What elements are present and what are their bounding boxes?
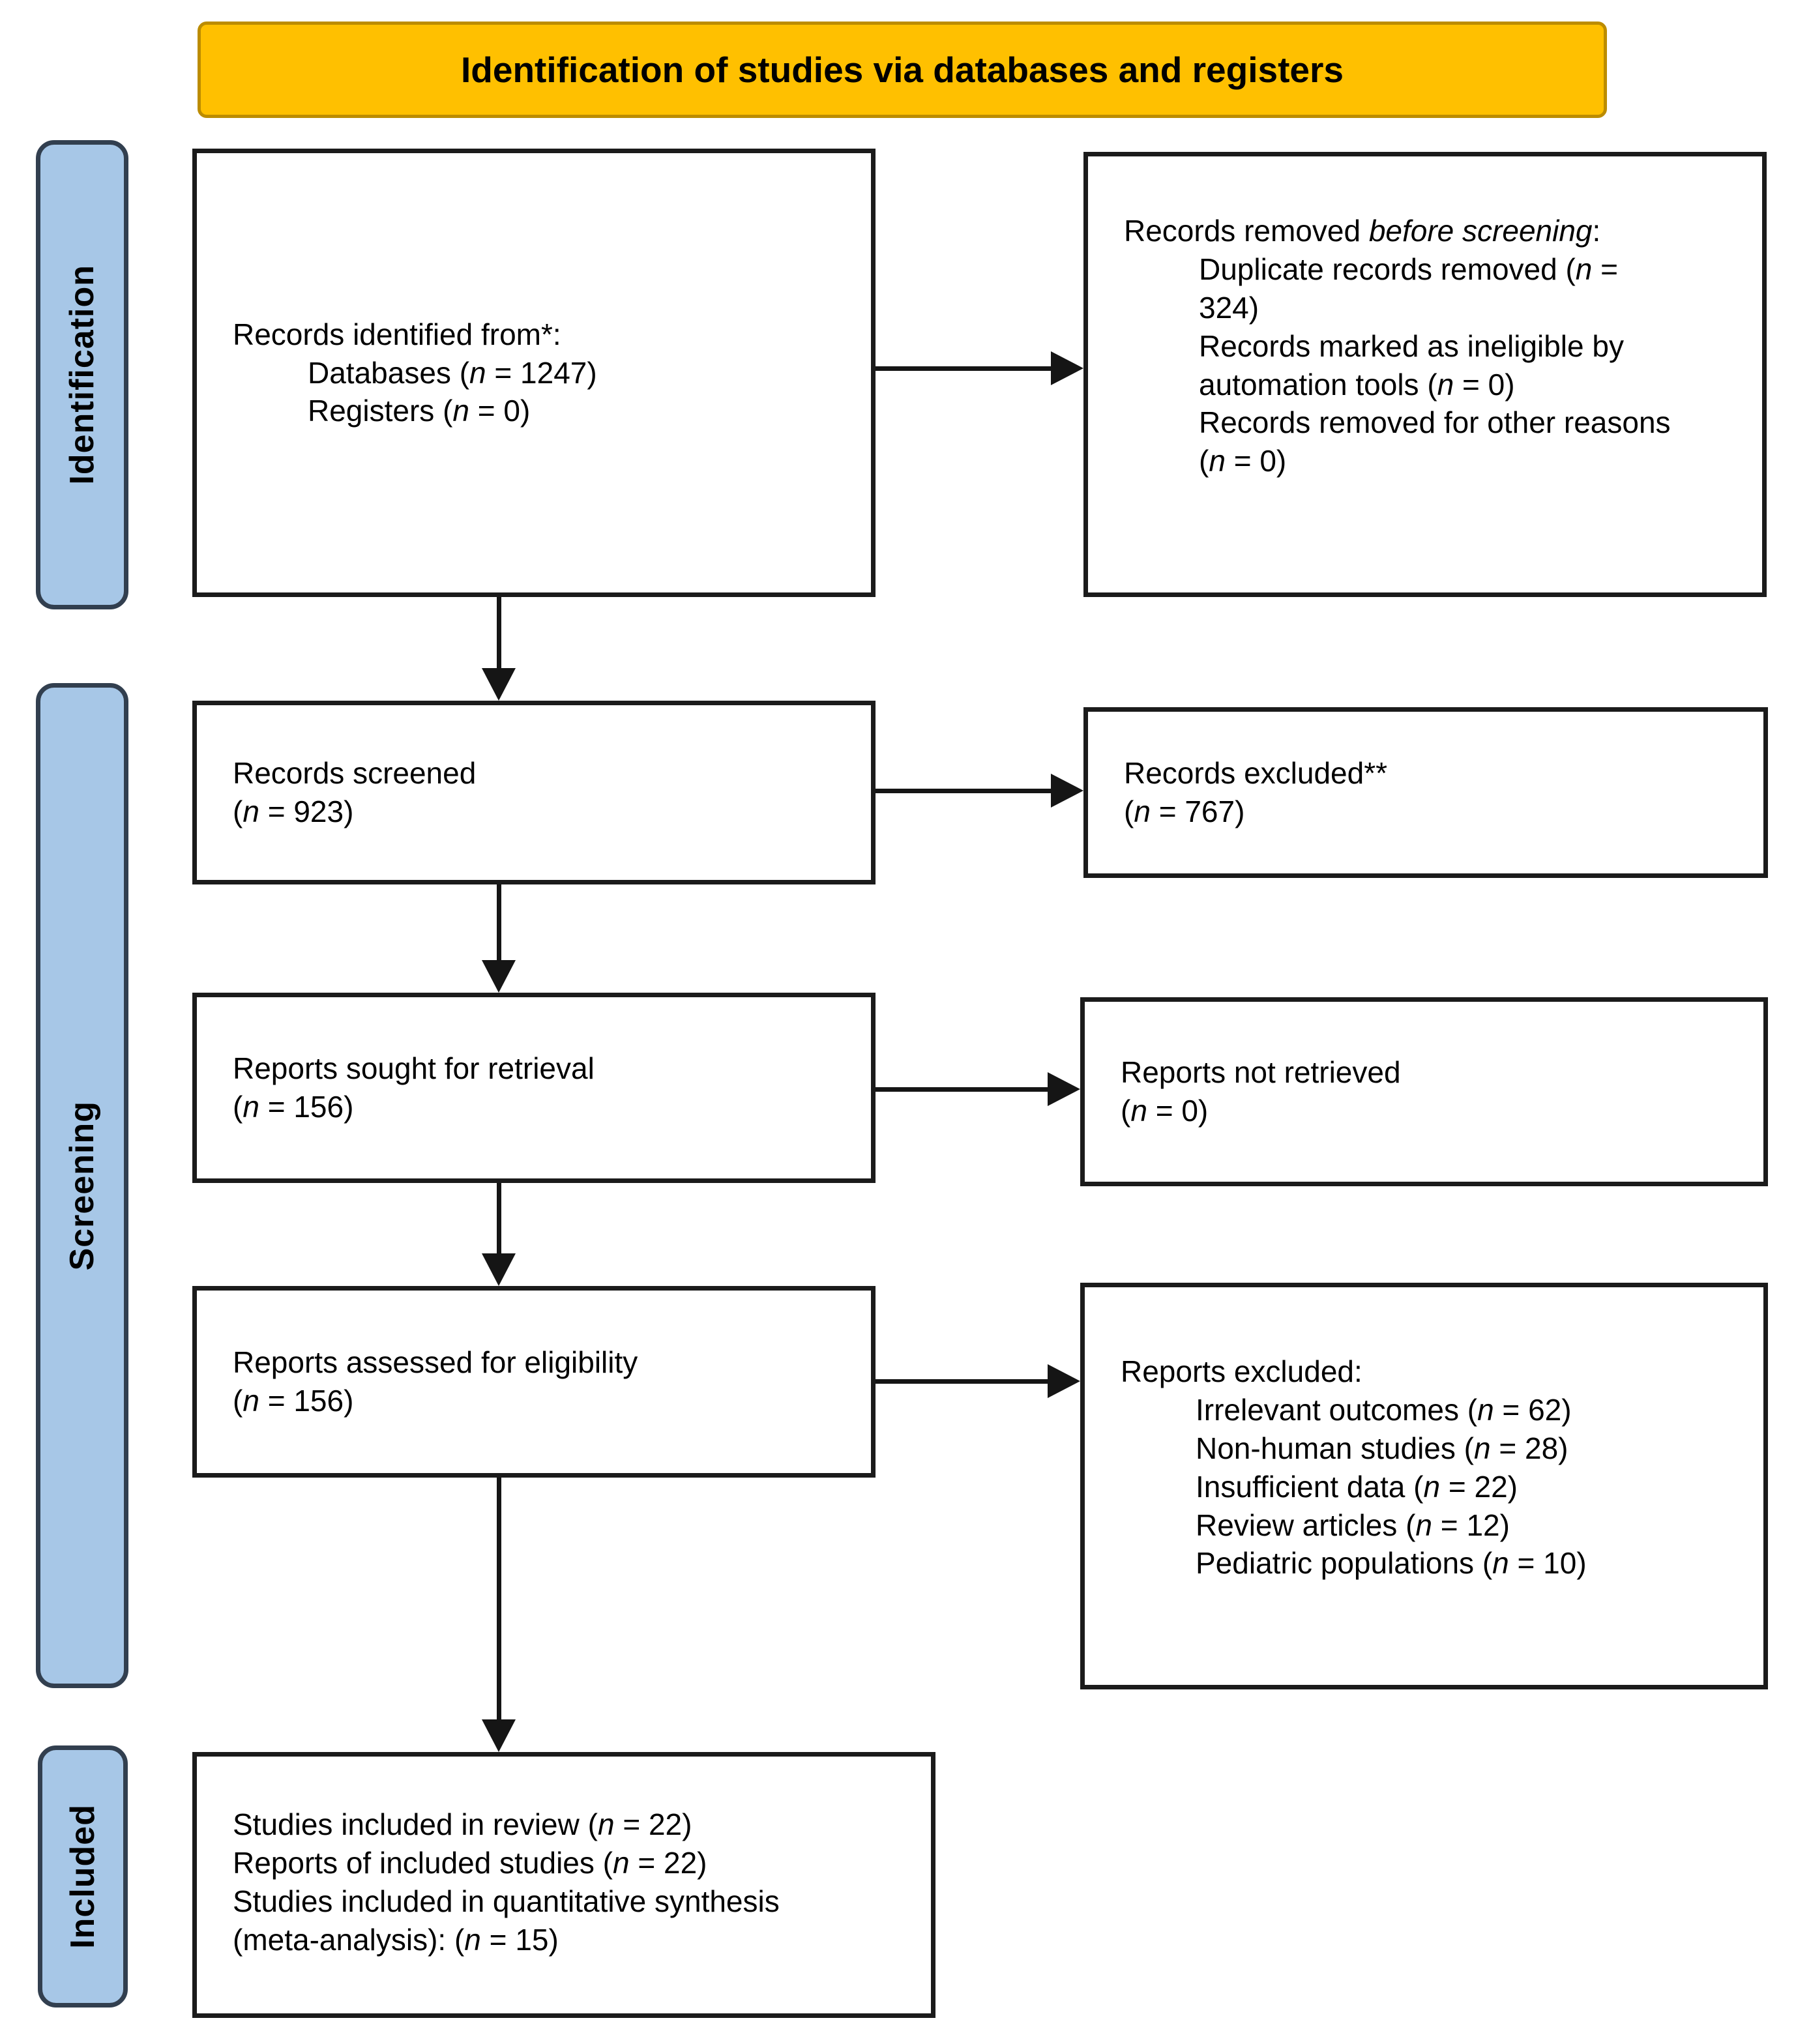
arrow-line-identified-to-screened: [497, 597, 501, 672]
text-line: Records removed before screening:: [1124, 214, 1601, 248]
box-reports-not-retrieved: Reports not retrieved (n = 0): [1080, 997, 1768, 1186]
text-line: Studies included in quantitative synthes…: [233, 1884, 780, 1957]
text-line: (n = 156): [233, 1384, 354, 1418]
box-records-removed: Records removed before screening: Duplica…: [1083, 152, 1767, 597]
arrow-head-sought-to-not-retrieved: [1048, 1072, 1080, 1106]
arrow-line-assessed-to-excluded: [876, 1379, 1048, 1384]
text-line: Irrelevant outcomes (n = 62): [1196, 1392, 1572, 1427]
text-line: (n = 923): [233, 795, 354, 828]
text-line: (n = 767): [1124, 795, 1245, 828]
text-line: Reports excluded:: [1121, 1354, 1362, 1388]
stage-label-identification: Identification: [36, 140, 128, 609]
text-line: Reports assessed for eligibility: [233, 1345, 638, 1380]
stage-label-screening-text: Screening: [63, 1100, 101, 1271]
arrow-line-screened-to-excluded: [876, 789, 1052, 793]
text-line: Records removed for other reasons (n = 0…: [1199, 405, 1671, 478]
text-line: Duplicate records removed (n = 324): [1199, 252, 1619, 325]
box-records-screened: Records screened (n = 923): [192, 701, 876, 884]
text-line: Registers (n = 0): [308, 394, 531, 428]
box-reports-sought: Reports sought for retrieval (n = 156): [192, 993, 876, 1183]
text-line: (n = 0): [1121, 1094, 1209, 1128]
arrow-line-identified-to-removed: [876, 366, 1052, 371]
text-line: Review articles (n = 12): [1196, 1508, 1510, 1542]
arrow-head-sought-to-assessed: [482, 1253, 516, 1286]
stage-label-included-text: Included: [64, 1804, 102, 1949]
text-line: Records marked as ineligible by automati…: [1199, 328, 1624, 402]
text-line: Reports sought for retrieval: [233, 1051, 595, 1086]
arrow-head-assessed-to-included: [482, 1719, 516, 1752]
text-line: Reports of included studies (n = 22): [233, 1845, 707, 1880]
arrow-head-identified-to-screened: [482, 668, 516, 701]
arrow-head-screened-to-excluded: [1051, 774, 1083, 808]
text-line: Non-human studies (n = 28): [1196, 1431, 1568, 1465]
text-line: Reports not retrieved: [1121, 1055, 1401, 1090]
stage-label-identification-text: Identification: [63, 265, 101, 485]
box-reports-excluded: Reports excluded: Irrelevant outcomes (n …: [1080, 1283, 1768, 1689]
box-studies-included: Studies included in review (n = 22) Repor…: [192, 1752, 935, 2018]
arrow-head-assessed-to-excluded: [1048, 1364, 1080, 1398]
text-line: Databases (n = 1247): [308, 355, 597, 390]
arrow-head-identified-to-removed: [1051, 351, 1083, 385]
stage-label-included: Included: [38, 1745, 128, 2008]
arrow-head-screened-to-sought: [482, 960, 516, 993]
text-line: Records screened: [233, 756, 477, 791]
box-records-identified: Records identified from*: Databases (n = …: [192, 149, 876, 597]
text-line: Insufficient data (n = 22): [1196, 1469, 1518, 1504]
arrow-line-assessed-to-included: [497, 1478, 501, 1722]
arrow-line-screened-to-sought: [497, 884, 501, 963]
arrow-line-sought-to-not-retrieved: [876, 1087, 1048, 1092]
banner-title: Identification of studies via databases …: [198, 22, 1607, 118]
text-line: Records identified from*:: [233, 317, 561, 351]
stage-label-screening: Screening: [36, 683, 128, 1688]
arrow-line-sought-to-assessed: [497, 1183, 501, 1256]
text-line: (n = 156): [233, 1090, 354, 1124]
text-line: Studies included in review (n = 22): [233, 1807, 692, 1841]
text-line: Pediatric populations (n = 10): [1196, 1546, 1587, 1581]
text-line: Records excluded**: [1124, 756, 1388, 791]
box-reports-assessed: Reports assessed for eligibility (n = 156…: [192, 1286, 876, 1478]
box-records-excluded: Records excluded** (n = 767): [1083, 707, 1768, 878]
